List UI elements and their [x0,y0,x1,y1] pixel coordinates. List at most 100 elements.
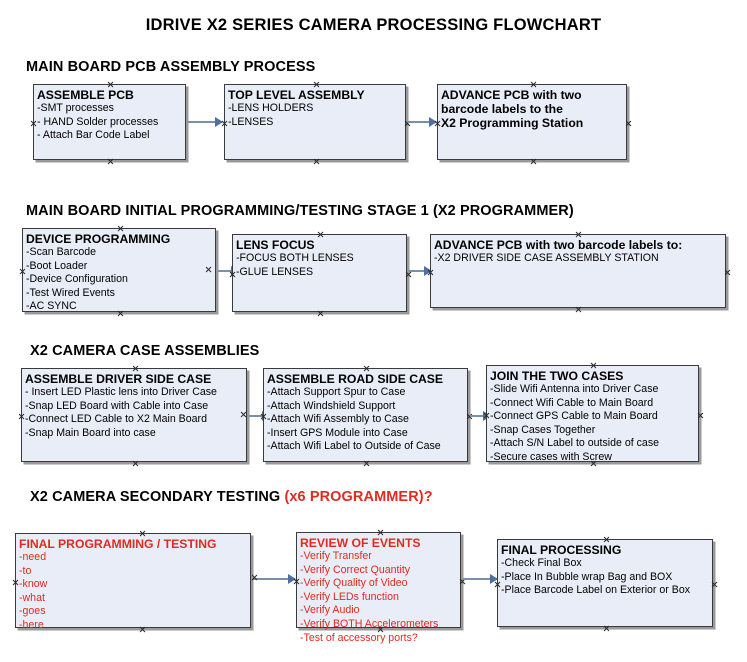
section-heading-2-text: MAIN BOARD INITIAL PROGRAMMING/TESTING S… [26,203,574,219]
flow-box-lens-focus-content: LENS FOCUS -FOCUS BOTH LENSES -GLUE LENS… [233,235,406,279]
flow-box-final-programming-testing-line-6: -here [19,618,44,631]
flow-box-assemble-road-side-case-line-4: -Insert GPS Module into Case [267,426,408,439]
flow-box-advance-pcb-programming-station-content: ADVANCE PCB with two barcode labels to t… [438,85,626,130]
resize-handle-bottom[interactable] [603,625,610,632]
resize-handle-right[interactable] [405,271,412,278]
flow-box-final-programming-testing-title: FINAL PROGRAMMING / TESTING [19,537,217,551]
flow-box-assemble-road-side-case-line-3: -Attach Wifi Assembly to Case [267,413,409,426]
section-heading-1-text: MAIN BOARD PCB ASSEMBLY PROCESS [26,59,316,75]
resize-handle-bottom[interactable] [363,460,370,467]
arrow-head-icon [424,266,432,276]
flow-box-lens-focus-line-2: -GLUE LENSES [236,265,314,278]
flow-box-assemble-pcb-title: ASSEMBLE PCB [37,88,134,102]
arrow-head-icon [490,574,498,584]
flow-box-assemble-pcb-line-3: - Attach Bar Code Label [37,129,150,142]
flow-box-final-processing-line-1: -Check Final Box [501,557,582,569]
flow-box-join-the-two-cases-line-6: -Secure cases with Screw [490,450,612,463]
flow-box-review-of-events-line-1: -Verify Transfer [300,550,372,562]
flow-box-assemble-road-side-case[interactable]: ASSEMBLE ROAD SIDE CASE -Attach Support … [263,368,468,462]
flow-box-join-the-two-cases-line-5: -Attach S/N Label to outside of case [490,437,660,450]
flow-box-top-level-assembly[interactable]: TOP LEVEL ASSEMBLY -LENS HOLDERS -LENSES [224,84,406,160]
section-heading-2: MAIN BOARD INITIAL PROGRAMMING/TESTING S… [26,203,574,219]
arrow-head-icon [429,117,437,127]
resize-handle-bottom[interactable] [530,158,537,165]
connector-1b [408,117,437,127]
flow-box-assemble-driver-side-case-content: ASSEMBLE DRIVER SIDE CASE - Insert LED P… [22,369,246,440]
flow-box-assemble-pcb-content: ASSEMBLE PCB -SMT processes - HAND Solde… [34,85,185,143]
flow-box-device-programming[interactable]: DEVICE PROGRAMMING -Scan Barcode -Boot L… [22,228,216,312]
flow-box-join-the-two-cases-title: JOIN THE TWO CASES [490,369,624,383]
resize-handle-right[interactable] [711,581,718,588]
flow-box-review-of-events-line-4: -Verify LEDs function [300,590,399,603]
flow-box-review-of-events-content: REVIEW OF EVENTS -Verify Transfer -Verif… [297,533,460,645]
flow-box-assemble-pcb-line-1: -SMT processes [37,102,114,114]
connector-2b [409,266,432,276]
flow-box-assemble-pcb[interactable]: ASSEMBLE PCB -SMT processes - HAND Solde… [33,84,186,160]
flow-box-lens-focus-line-1: -FOCUS BOTH LENSES [236,252,354,264]
flow-box-lens-focus-title: LENS FOCUS [236,238,315,252]
flow-box-assemble-driver-side-case-title: ASSEMBLE DRIVER SIDE CASE [25,372,212,386]
flow-box-advance-pcb-driver-side-line-1: -X2 DRIVER SIDE CASE ASSEMBLY STATION [434,252,659,264]
resize-handle-right[interactable] [625,120,632,127]
flow-box-assemble-driver-side-case-line-3: -Connect LED Cable to X2 Main Board [25,413,207,426]
flow-box-final-programming-testing-content: FINAL PROGRAMMING / TESTING -need -to -k… [16,534,250,633]
resize-handle-bottom[interactable] [575,306,582,313]
section-heading-1: MAIN BOARD PCB ASSEMBLY PROCESS [26,59,315,75]
flow-box-join-the-two-cases-line-3: -Connect GPS Cable to Main Board [490,410,658,423]
flow-box-join-the-two-cases-content: JOIN THE TWO CASES -Slide Wifi Antenna i… [487,366,698,465]
flow-box-device-programming-line-5: -AC SYNC [26,300,77,313]
connector-4b [463,574,498,584]
flow-box-device-programming-content: DEVICE PROGRAMMING -Scan Barcode -Boot L… [23,229,215,314]
resize-handle-right[interactable] [697,412,704,419]
flow-box-device-programming-title: DEVICE PROGRAMMING [26,232,171,246]
flow-box-advance-pcb-programming-station[interactable]: ADVANCE PCB with two barcode labels to t… [437,84,627,160]
flow-box-review-of-events[interactable]: REVIEW OF EVENTS -Verify Transfer -Verif… [296,532,461,644]
flow-box-advance-pcb-driver-side-title: ADVANCE PCB with two barcode labels to: [434,238,683,252]
flow-box-assemble-road-side-case-content: ASSEMBLE ROAD SIDE CASE -Attach Support … [264,369,467,454]
flow-box-final-programming-testing-line-5: -goes [19,605,46,618]
flow-box-final-processing[interactable]: FINAL PROCESSING -Check Final Box -Place… [497,539,713,627]
flow-box-advance-pcb-driver-side[interactable]: ADVANCE PCB with two barcode labels to: … [430,234,726,308]
flow-box-assemble-driver-side-case-line-2: -Snap LED Board with Cable into Case [25,399,209,412]
arrow-head-icon [215,117,223,127]
flow-box-assemble-road-side-case-line-1: -Attach Support Spur to Case [267,386,406,398]
flow-box-join-the-two-cases-line-1: -Slide Wifi Antenna into Driver Case [490,383,659,395]
section-heading-4: X2 CAMERA SECONDARY TESTING (x6 PROGRAMM… [30,489,433,505]
flow-box-final-programming-testing[interactable]: FINAL PROGRAMMING / TESTING -need -to -k… [15,533,251,631]
flow-box-assemble-road-side-case-line-5: -Attach Wifi Label to Outside of Case [267,440,441,453]
flow-box-final-programming-testing-line-2: -to [19,564,32,577]
flow-box-assemble-driver-side-case[interactable]: ASSEMBLE DRIVER SIDE CASE - Insert LED P… [21,368,247,462]
flow-box-assemble-driver-side-case-line-4: -Snap Main Board into case [25,426,156,439]
flow-box-assemble-pcb-line-2: - HAND Solder processes [37,115,159,128]
flow-box-final-programming-testing-line-3: -know [19,578,48,591]
flow-box-review-of-events-line-5: -Verify Audio [300,604,360,617]
flow-box-final-programming-testing-line-4: -what [19,591,45,604]
page-title: IDRIVE X2 SERIES CAMERA PROCESSING FLOWC… [145,16,602,34]
flow-box-device-programming-line-2: -Boot Loader [26,259,88,272]
flow-box-review-of-events-line-2: -Verify Correct Quantity [300,563,411,576]
flow-box-review-of-events-line-6: -Verify BOTH Accelerometers [300,617,439,630]
flow-box-assemble-road-side-case-title: ASSEMBLE ROAD SIDE CASE [267,372,444,386]
flow-box-final-processing-line-2: -Place In Bubble wrap Bag and BOX [501,570,673,583]
flow-box-lens-focus[interactable]: LENS FOCUS -FOCUS BOTH LENSES -GLUE LENS… [232,234,407,312]
flow-box-review-of-events-title: REVIEW OF EVENTS [300,536,421,550]
flow-box-final-processing-line-3: -Place Barcode Label on Exterior or Box [501,584,691,597]
resize-handle-bottom[interactable] [313,158,320,165]
section-heading-3-text: X2 CAMERA CASE ASSEMBLIES [30,343,260,359]
flow-box-join-the-two-cases-line-4: -Snap Cases Together [490,423,596,436]
flow-box-final-programming-testing-line-1: -need [19,551,47,563]
resize-handle-right[interactable] [724,269,731,276]
flow-box-final-processing-content: FINAL PROCESSING -Check Final Box -Place… [498,540,712,598]
resize-handle-bottom[interactable] [132,460,139,467]
flow-box-device-programming-line-3: -Device Configuration [26,273,128,286]
connector-1a [188,117,223,127]
flow-box-join-the-two-cases[interactable]: JOIN THE TWO CASES -Slide Wifi Antenna i… [486,365,699,465]
resize-handle-bottom[interactable] [107,158,114,165]
section-heading-4-accent: (x6 PROGRAMMER)? [284,489,433,505]
flow-box-device-programming-line-1: -Scan Barcode [26,246,97,258]
section-heading-3: X2 CAMERA CASE ASSEMBLIES [30,343,259,359]
flow-box-assemble-driver-side-case-line-1: - Insert LED Plastic lens into Driver Ca… [25,386,217,398]
resize-handle-bottom[interactable] [317,310,324,317]
arrow-head-icon [288,574,296,584]
flow-box-advance-pcb-programming-station-title-2: barcode labels to the [441,102,563,116]
